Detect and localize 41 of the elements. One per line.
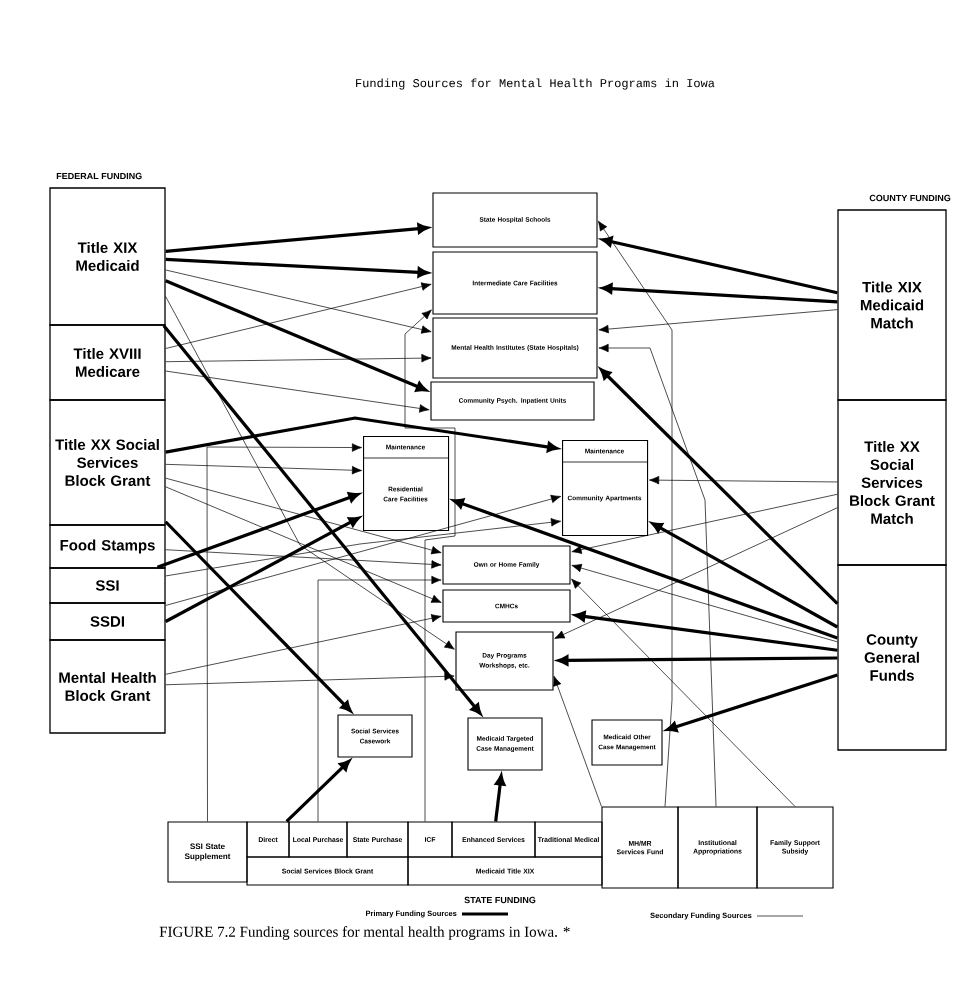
arrow [598,343,717,807]
arrow [597,220,673,807]
arrow [165,518,562,577]
title: Funding Sources for Mental Health Programs in Iowa [356,78,715,90]
funding-source-box: County General Funds [837,564,947,751]
arrow [165,486,442,603]
group-heading: STATE FUNDING [464,896,536,904]
arrow [165,416,559,454]
arrow [164,520,352,713]
caption: FIGURE 7.2 Funding sources for mental health programs in Iowa. * [159,926,570,940]
arrow [165,672,455,686]
arrow [404,309,456,822]
group-heading: FEDERAL FUNDING [56,172,142,180]
arrow [598,309,838,334]
funding-source-box: Title XX Social Services Block Grant [49,399,166,526]
arrow [165,614,442,675]
arrow [651,522,839,629]
funding-source-box: Mental Health Block Grant [49,639,166,734]
arrow [571,493,838,554]
funding-source-box: SSI State Supplement [167,821,248,883]
arrow [285,759,351,823]
arrow [165,257,429,278]
arrow [165,477,442,555]
arrow [164,516,360,623]
arrow [317,575,442,822]
arrow [156,492,360,569]
arrow [599,368,839,605]
arrow [206,443,363,822]
group-heading: COUNTY FUNDING [869,194,951,202]
funding-source-box: Title XVIII Medicare [49,324,166,401]
arrow [165,549,442,569]
funding-source-box: Title XIX Medicaid Match [837,209,947,401]
arrow [165,463,363,475]
arrow [649,475,838,485]
funding-source-box: Food Stamps [49,524,166,569]
funding-source-box: Title XIX Medicaid [49,187,166,326]
funding-source-box: Title XX Social Services Block Grant Match [837,399,947,566]
funding-source-box: SSDI [49,602,166,641]
funding-source-box: SSI [49,567,166,604]
arrow [165,494,562,606]
arrow [553,675,602,807]
